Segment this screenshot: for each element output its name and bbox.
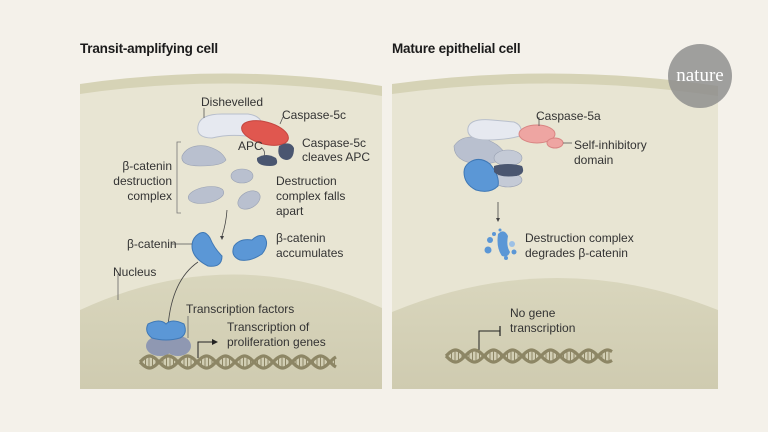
- complex-piece-4: [237, 190, 261, 210]
- label-transcription-factors: Transcription factors: [186, 302, 295, 316]
- apc-fragment-2: [256, 155, 278, 166]
- dna-strand: [138, 354, 337, 370]
- dna-strand: [444, 348, 613, 364]
- label-falls-1: Destruction: [276, 174, 337, 188]
- label-dishevelled: Dishevelled: [201, 95, 264, 109]
- inhibition-line: [478, 330, 500, 350]
- complex-piece-2: [230, 168, 254, 184]
- label-degrades-2: degrades β-catenin: [525, 246, 628, 260]
- dna-strand: [138, 354, 337, 370]
- arrow-head-degradation: [496, 218, 500, 222]
- label-accumulates-1: β-catenin: [276, 231, 326, 245]
- bcatenin-protein-2: [232, 235, 268, 261]
- label-proliferation-2: proliferation genes: [227, 335, 326, 349]
- label-no-gene-2: transcription: [510, 321, 576, 335]
- label-nucleus: Nucleus: [113, 265, 157, 279]
- apc-fragment-1: [278, 143, 294, 160]
- transcription-arrow: [197, 341, 212, 358]
- bcatenin-protein-1: [191, 232, 223, 267]
- apc-r: [494, 164, 524, 177]
- cell-left: [80, 73, 382, 389]
- label-no-gene-1: No gene: [510, 306, 556, 320]
- label-self-inhibitory-1: Self-inhibitory: [574, 138, 647, 152]
- transcription-arrow-head: [212, 339, 218, 345]
- label-falls-2: complex falls: [276, 189, 346, 203]
- label-caspase-5a: Caspase-5a: [536, 109, 601, 123]
- apc-leader: [261, 147, 266, 157]
- dishevelled-r: [467, 119, 522, 141]
- label-complex-1: β-catenin: [122, 159, 172, 173]
- membrane-left: [80, 73, 382, 96]
- caspase-5a-protein: [518, 124, 556, 144]
- complex-piece-1: [181, 145, 227, 167]
- label-self-inhibitory-2: domain: [574, 153, 614, 167]
- tf-gray-2: [165, 336, 191, 356]
- label-bcatenin: β-catenin: [127, 237, 177, 251]
- label-caspase-cleaves-2: cleaves APC: [302, 150, 371, 164]
- nature-logo: nature: [668, 44, 732, 108]
- panel-title-transit-amplifying: Transit-amplifying cell: [80, 41, 218, 56]
- label-complex-3: complex: [127, 189, 172, 203]
- membrane-right: [392, 73, 718, 96]
- self-inhibitory-domain: [546, 137, 564, 149]
- complex-piece-3: [187, 186, 225, 204]
- label-complex-2: destruction: [113, 174, 172, 188]
- panel-title-mature-epithelial: Mature epithelial cell: [392, 41, 521, 56]
- arrow-to-nucleus: [167, 261, 199, 327]
- label-proliferation-1: Transcription of: [227, 320, 310, 334]
- label-accumulates-2: accumulates: [276, 246, 344, 260]
- tf-blue: [146, 320, 186, 341]
- bcatenin-r: [463, 158, 499, 192]
- label-caspase-cleaves-1: Caspase-5c: [302, 136, 367, 150]
- complex-gray-r2: [493, 149, 523, 167]
- dna-strand: [444, 348, 613, 364]
- degraded-bcatenin-icon: [484, 228, 517, 260]
- arrow-to-bcatenin: [221, 209, 228, 237]
- arrow-head: [220, 236, 224, 240]
- label-caspase-5c: Caspase-5c: [282, 108, 347, 122]
- dna-right: [444, 348, 613, 364]
- caspase-5c-protein: [241, 120, 289, 146]
- label-falls-3: apart: [276, 204, 304, 218]
- caspase-5c-leader: [279, 116, 284, 125]
- dna-left: [138, 354, 337, 370]
- complex-bracket: [176, 141, 181, 214]
- label-degrades-1: Destruction complex: [525, 231, 634, 245]
- label-apc: APC: [238, 139, 263, 153]
